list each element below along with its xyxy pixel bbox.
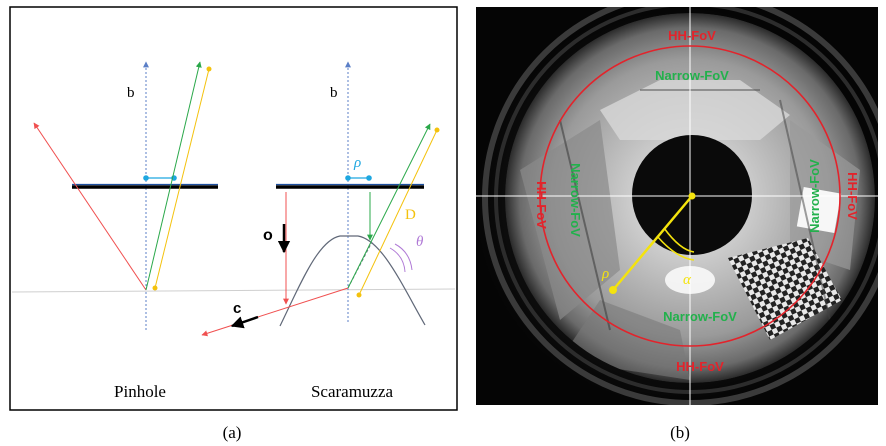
pinhole-axis-label: b: [127, 85, 135, 101]
scaramuzza-c-arrow: [230, 315, 259, 329]
scaramuzza-green-ray: [347, 123, 431, 289]
hh-fov-label-right: HH-FoV: [845, 172, 860, 220]
scaramuzza-c-label: c: [233, 300, 241, 317]
narrow-fov-label-bottom: Narrow-FoV: [663, 309, 737, 324]
hh-fov-label-bottom: HH-FoV: [676, 359, 724, 374]
rho-end-dot: [609, 286, 617, 294]
pinhole-green-ray: [145, 61, 202, 291]
scaramuzza-d-label: D: [405, 207, 416, 223]
pinhole-rho-start-dot: [143, 175, 149, 181]
rho-line: [612, 195, 693, 291]
alpha-label: α: [683, 272, 692, 288]
scaramuzza-red-ray: [201, 287, 349, 337]
scaramuzza-rho-label: ρ: [353, 155, 361, 171]
pinhole-title: Pinhole: [114, 382, 166, 401]
rho-label: ρ: [601, 266, 609, 282]
scaramuzza-diagram: b ρ D θ: [201, 61, 440, 401]
rho-center-dot: [688, 192, 696, 200]
pinhole-yellow-ray: [154, 68, 210, 289]
scaramuzza-yellow-ray: [358, 129, 438, 296]
scaramuzza-theta-label: θ: [416, 234, 424, 250]
panel-b-caption: (b): [670, 423, 690, 442]
scaramuzza-title: Scaramuzza: [311, 382, 394, 401]
hh-fov-label-left: HH-FoV: [534, 181, 549, 229]
hh-fov-label-top: HH-FoV: [668, 28, 716, 43]
ground-line: [11, 288, 456, 293]
scaramuzza-rho-start-dot: [345, 175, 351, 181]
scaramuzza-yellow-bottom-dot: [356, 292, 362, 298]
narrow-fov-label-left: Narrow-FoV: [568, 163, 583, 237]
scaramuzza-theta-arc-inner: [389, 247, 406, 273]
panel-a-caption: (a): [223, 423, 242, 442]
pinhole-yellow-bottom-dot: [152, 285, 158, 291]
scaramuzza-yellow-top-dot: [434, 127, 440, 133]
pinhole-red-ray: [33, 122, 147, 291]
alpha-arc-2: [656, 235, 695, 261]
panel-a-frame: [9, 6, 458, 411]
scaramuzza-theta-arc-outer: [394, 243, 413, 271]
hh-fov-circle: [539, 45, 841, 347]
scaramuzza-o-label: o: [263, 227, 273, 244]
pinhole-yellow-top-dot: [206, 66, 212, 72]
scaramuzza-rho-end-dot: [366, 175, 372, 181]
narrow-fov-label-top: Narrow-FoV: [655, 68, 729, 83]
scaramuzza-projection-surface: [279, 235, 426, 327]
panel-b: ρ α HH-FoV HH-FoV HH-FoV HH-FoV Narrow-F…: [476, 7, 878, 442]
scaramuzza-axis-label: b: [330, 85, 338, 101]
narrow-fov-label-right: Narrow-FoV: [807, 159, 822, 233]
panel-a: b Pinhole b ρ: [9, 6, 458, 442]
alpha-arc-1: [663, 227, 695, 253]
pinhole-diagram: b Pinhole: [33, 61, 218, 401]
